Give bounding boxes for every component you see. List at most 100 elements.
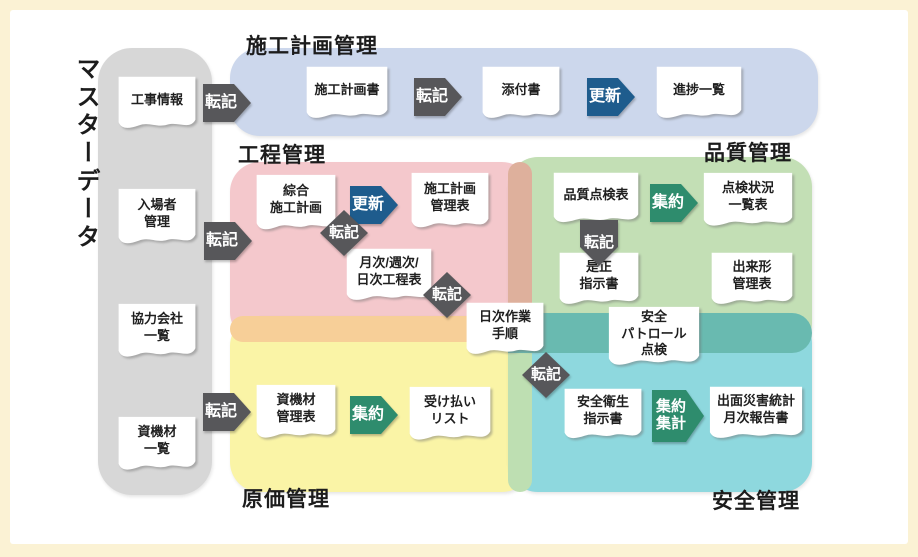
document-kyoryoku: 協力会社一覧	[117, 303, 197, 365]
document-anzen-eisei: 安全衛生指示書	[563, 388, 643, 446]
arrow-label: 転記	[580, 220, 618, 280]
arrow-shuyaku-hinshitsu: 集約	[650, 184, 698, 222]
arrow-label: 転記	[320, 210, 368, 256]
document-label: 是正指示書	[558, 252, 640, 300]
document-label-line: 指示書	[579, 276, 619, 291]
arrow-label: 更新	[350, 186, 398, 224]
document-icon	[703, 172, 793, 226]
document-icon	[346, 248, 432, 300]
document-label-line: パトロール	[621, 325, 687, 341]
document-label-line: 資機材	[137, 424, 177, 440]
document-anzen-patrol: 安全パトロール点検	[607, 306, 701, 374]
document-label-line: 点検状況	[721, 180, 774, 196]
document-icon	[553, 172, 639, 223]
document-icon	[564, 388, 642, 439]
document-label: 安全衛生指示書	[563, 388, 643, 434]
document-label-line: 安全衛生	[576, 394, 629, 410]
document-shizai-ichiran: 資機材一覧	[117, 416, 197, 478]
document-hinshitsu: 品質点検表	[552, 172, 640, 230]
document-sekou-keikakusho: 施工計画書	[305, 66, 389, 126]
arrow-right-icon	[350, 186, 398, 224]
document-icon	[256, 384, 336, 438]
region-title-safety: 安全管理	[712, 490, 800, 513]
document-label-line: 日次工程表	[356, 272, 422, 287]
document-tenken-jokyo: 点検状況一覧表	[702, 172, 794, 234]
arrow-right-icon	[650, 184, 698, 222]
arrow-right-icon	[414, 78, 462, 116]
document-label-line: リスト	[430, 411, 470, 426]
arrow-label-line: 転記	[205, 232, 238, 250]
arrow-right-icon	[652, 390, 704, 442]
arrow-diamond-icon	[522, 352, 570, 398]
document-tenpusho: 添付書	[481, 66, 561, 126]
document-label: 受け払いリスト	[408, 386, 492, 436]
document-icon	[118, 76, 196, 128]
document-label-line: 管理	[143, 214, 170, 229]
document-label-line: 品質点検表	[563, 186, 629, 202]
arrow-shuyaku-shizai: 集約	[350, 396, 398, 434]
document-label: 進捗一覧	[655, 66, 743, 114]
document-icon	[118, 416, 196, 470]
arrow-tenki-sogo-getsuji: 転記	[320, 210, 368, 256]
document-label: 出面災害統計月次報告書	[708, 386, 804, 434]
document-sogo: 綜合施工計画	[255, 174, 337, 238]
arrow-tenki-nichiji-anzen: 転記	[522, 352, 570, 398]
arrow-label-line: 集約	[655, 398, 686, 416]
document-label-line: 綜合	[282, 183, 309, 199]
document-icon	[709, 386, 803, 438]
arrow-label: 集約	[350, 396, 398, 434]
document-label: 入場者管理	[117, 188, 197, 240]
document-label: 点検状況一覧表	[702, 172, 794, 222]
document-label: 出来形管理表	[710, 252, 794, 300]
arrow-label-line: 集約	[351, 406, 384, 424]
arrow-tenki-plan-attach: 転記	[414, 78, 462, 116]
arrow-label-line: 転記	[204, 403, 237, 421]
document-label-line: 協力会社	[130, 311, 183, 327]
arrow-koshin-sogo-kanri: 更新	[350, 186, 398, 224]
document-icon	[608, 306, 700, 365]
document-shinchoku: 進捗一覧	[655, 66, 743, 126]
region-title-construction-plan: 施工計画管理	[246, 35, 378, 58]
document-icon	[482, 66, 560, 118]
document-label-line: 一覧表	[728, 197, 768, 212]
document-icon	[656, 66, 742, 118]
arrow-label-line: 集約	[651, 194, 684, 212]
document-ukeharai: 受け払いリスト	[408, 386, 492, 448]
document-label: 施工計画書	[305, 66, 389, 114]
document-label-line: 一覧	[143, 328, 170, 343]
region-title-master-data: マスターデータ	[72, 56, 99, 252]
document-koji: 工事情報	[117, 76, 197, 136]
document-label-line: 進捗一覧	[672, 81, 725, 97]
document-icon	[711, 252, 793, 304]
document-label-line: 工事情報	[130, 91, 183, 107]
document-icon	[256, 174, 336, 230]
document-label: 月次/週次/日次工程表	[345, 248, 433, 296]
document-label-line: 安全	[640, 309, 667, 325]
document-label: 協力会社一覧	[117, 303, 197, 353]
document-label-line: 出面災害統計	[716, 393, 795, 409]
document-label-line: 点検	[640, 342, 667, 358]
document-icon	[411, 172, 489, 228]
document-icon	[466, 302, 544, 354]
arrow-label-line: 更新	[351, 196, 384, 214]
arrow-label-line: 転記	[583, 233, 614, 251]
document-label-line: 入場者	[137, 197, 177, 213]
document-label-line: 添付書	[501, 81, 541, 97]
arrow-right-icon	[587, 78, 635, 116]
document-label-line: 管理表	[430, 198, 470, 213]
document-label-line: 施工計画	[269, 200, 322, 215]
arrow-tenki-getsuji-nichiji: 転記	[423, 272, 471, 318]
arrow-label: 転記	[522, 352, 570, 398]
document-label-line: 資機材	[276, 392, 316, 408]
arrow-right-icon	[204, 222, 252, 260]
document-label: 資機材一覧	[117, 416, 197, 466]
arrow-right-icon	[203, 393, 251, 431]
document-label-line: 施工計画	[423, 181, 476, 197]
document-label: 工事情報	[117, 76, 197, 124]
document-getsuji: 月次/週次/日次工程表	[345, 248, 433, 308]
document-shizai-kanrihyo: 資機材管理表	[255, 384, 337, 446]
arrow-right-icon	[350, 396, 398, 434]
document-demen: 出面災害統計月次報告書	[708, 386, 804, 446]
